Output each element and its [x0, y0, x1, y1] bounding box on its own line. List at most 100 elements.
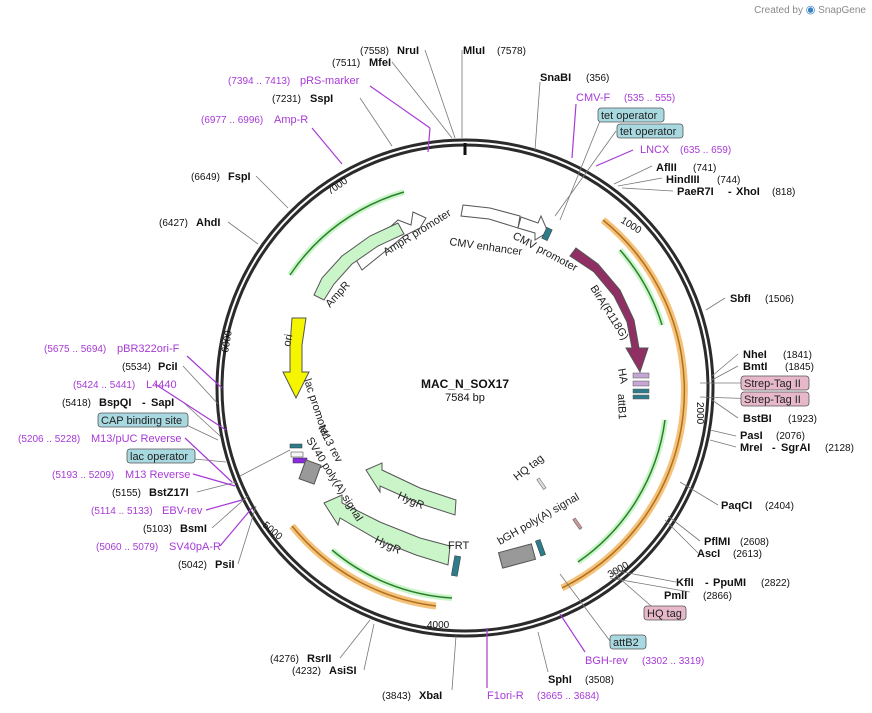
svg-text:PaeR7I: PaeR7I [677, 186, 714, 198]
svg-text:tet operator: tet operator [601, 110, 658, 122]
plasmid-name: MAC_N_SOX17 [421, 377, 509, 391]
tick-4000: 4000 [427, 620, 450, 631]
svg-text:SphI: SphI [548, 674, 572, 686]
enzyme-pcii[interactable]: (5534) PciI [122, 361, 178, 373]
primer-m13-reverse[interactable]: (5193 .. 5209) M13 Reverse [52, 469, 190, 481]
feature-hygr-arrow-2 [323, 494, 451, 566]
enzyme-rsrii[interactable]: (4276) RsrII [270, 653, 331, 665]
brand-name: SnapGene [818, 5, 866, 16]
feature-bgh-marker-2 [535, 539, 546, 557]
enzyme-sbfi[interactable]: SbfI (1506) [730, 293, 794, 305]
feature-ha-marker-2 [632, 380, 650, 387]
enzyme-fspi[interactable]: (6649) FspI [191, 171, 251, 183]
enzyme-hindiii[interactable]: HindIII (744) [666, 174, 740, 186]
svg-text:BmtI: BmtI [743, 361, 767, 373]
feature-ampr-promoter-arrow [354, 211, 427, 271]
enzyme-labels: MluI (7578) (7558) NruI (7511) MfeI (723… [62, 45, 854, 702]
enzyme-nhei[interactable]: NheI (1841) [743, 349, 812, 361]
enzyme-pasi[interactable]: PasI (2076) [740, 430, 805, 442]
primer-prs-marker[interactable]: (7394 .. 7413) pRS-marker [228, 75, 360, 87]
enzyme-asisi[interactable]: (4232) AsiSI [292, 665, 357, 677]
svg-text:(7511): (7511) [332, 58, 360, 69]
enzyme-bmti[interactable]: BmtI (1845) [743, 361, 814, 373]
svg-text:BsmI: BsmI [180, 523, 207, 535]
svg-text:(6427): (6427) [159, 218, 188, 229]
label-hq-tag-box[interactable]: HQ tag [643, 605, 687, 621]
enzyme-bstbi[interactable]: BstBI (1923) [743, 413, 817, 425]
svg-text:EBV-rev: EBV-rev [162, 505, 203, 517]
primer-amp-r[interactable]: (6977 .. 6996) Amp-R [201, 114, 308, 126]
svg-text:BGH-rev: BGH-rev [585, 655, 628, 667]
enzyme-sphi[interactable]: SphI (3508) [548, 674, 614, 686]
primer-cmv-f[interactable]: CMV-F (535 .. 555) [576, 92, 675, 104]
svg-text:(1841): (1841) [783, 350, 812, 361]
svg-text:Strep-Tag II: Strep-Tag II [744, 378, 801, 390]
enzyme-aflii[interactable]: AflII (741) [656, 162, 716, 174]
primer-pbr322ori-f[interactable]: (5675 .. 5694) pBR322ori-F [44, 343, 180, 355]
svg-text:HQ tag: HQ tag [647, 608, 682, 620]
enzyme-ahdi[interactable]: (6427) AhdI [159, 217, 220, 229]
primer-ebv-rev[interactable]: (5114 .. 5133) EBV-rev [91, 505, 203, 517]
enzyme-pflmi[interactable]: PflMI (2608) [704, 536, 769, 548]
enzyme-xbai[interactable]: (3843) XbaI [382, 690, 442, 702]
enzyme-mfei[interactable]: (7511) MfeI [332, 57, 391, 69]
green-arc-3-line [577, 419, 666, 563]
svg-text:AsiSI: AsiSI [329, 665, 357, 677]
enzyme-nrui[interactable]: (7558) NruI [360, 45, 419, 57]
svg-text:M13/pUC Reverse: M13/pUC Reverse [91, 433, 181, 445]
plasmid-length: 7584 bp [445, 392, 485, 404]
svg-text:(1845): (1845) [785, 362, 814, 373]
primer-bgh-rev[interactable]: BGH-rev (3302 .. 3319) [585, 655, 704, 667]
label-strep-tag-2[interactable]: Strep-Tag II [740, 391, 810, 407]
label-lac-operator[interactable]: lac operator [126, 448, 196, 464]
enzyme-bstz17i[interactable]: (5155) BstZ17I [112, 487, 189, 499]
label-strep-tag-1[interactable]: Strep-Tag II [740, 375, 810, 391]
label-attb2[interactable]: attB2 [609, 634, 647, 650]
enzyme-mrei-sgrai[interactable]: MreI - SgrAI (2128) [740, 442, 854, 454]
primer-lncx[interactable]: LNCX (635 .. 659) [640, 144, 731, 156]
feature-cmv-enhancer-arrow [460, 204, 521, 229]
feature-bira-arrow [569, 247, 649, 374]
svg-text:MfeI: MfeI [369, 57, 391, 69]
enzyme-psii[interactable]: (5042) PsiI [178, 559, 235, 571]
svg-text:(535 .. 555): (535 .. 555) [624, 93, 675, 104]
brand-credit: Created by ◉ SnapGene [754, 3, 866, 16]
label-tet-operator-1[interactable]: tet operator [597, 107, 665, 123]
enzyme-mlui[interactable]: MluI (7578) [463, 45, 526, 57]
label-cap-binding-site[interactable]: CAP binding site [97, 412, 189, 428]
primer-f1ori-r[interactable]: F1ori-R (3665 .. 3684) [487, 690, 599, 702]
label-ha: HA [615, 367, 630, 385]
enzyme-asci[interactable]: AscI (2613) [697, 548, 762, 560]
svg-text:RsrII: RsrII [307, 653, 331, 665]
snapgene-logo-icon: ◉ [805, 4, 816, 16]
primer-marks [154, 85, 634, 688]
feature-hq-marker [536, 477, 547, 490]
svg-text:(5534): (5534) [122, 362, 151, 373]
svg-text:SnaBI: SnaBI [540, 72, 571, 84]
svg-text:(3665 .. 3684): (3665 .. 3684) [537, 691, 599, 702]
enzyme-bspqi-sapi[interactable]: (5418) BspQI - SapI [62, 397, 174, 409]
enzyme-paqci[interactable]: PaqCI (2404) [721, 500, 794, 512]
svg-text:MreI: MreI [740, 442, 763, 454]
svg-text:(2608): (2608) [740, 537, 769, 548]
primer-sv40pa-r[interactable]: (5060 .. 5079) SV40pA-R [96, 541, 221, 553]
primer-m13-puc-reverse[interactable]: (5206 .. 5228) M13/pUC Reverse [18, 433, 181, 445]
label-tet-operator-2[interactable]: tet operator [616, 123, 684, 139]
enzyme-sspi[interactable]: (7231) SspI [272, 93, 333, 105]
misc-arc-left-line [291, 525, 437, 607]
svg-text:(818): (818) [772, 187, 795, 198]
enzyme-pmli[interactable]: PmlI (2866) [664, 590, 732, 602]
svg-text:(3508): (3508) [585, 675, 614, 686]
primer-l4440[interactable]: (5424 .. 5441) L4440 [73, 379, 177, 391]
enzyme-kfli-ppumi[interactable]: KflI - PpuMI (2822) [676, 577, 790, 589]
enzyme-paer7i-xhoi[interactable]: PaeR7I - XhoI (818) [677, 186, 795, 198]
svg-text:SspI: SspI [310, 93, 333, 105]
feature-cmv-marker [541, 226, 553, 242]
svg-text:attB2: attB2 [613, 637, 639, 649]
svg-text:LNCX: LNCX [640, 144, 670, 156]
enzyme-bsmi[interactable]: (5103) BsmI [143, 523, 207, 535]
svg-text:(4276): (4276) [270, 654, 299, 665]
enzyme-snabi[interactable]: SnaBI (356) [540, 72, 609, 84]
svg-text:PmlI: PmlI [664, 590, 687, 602]
